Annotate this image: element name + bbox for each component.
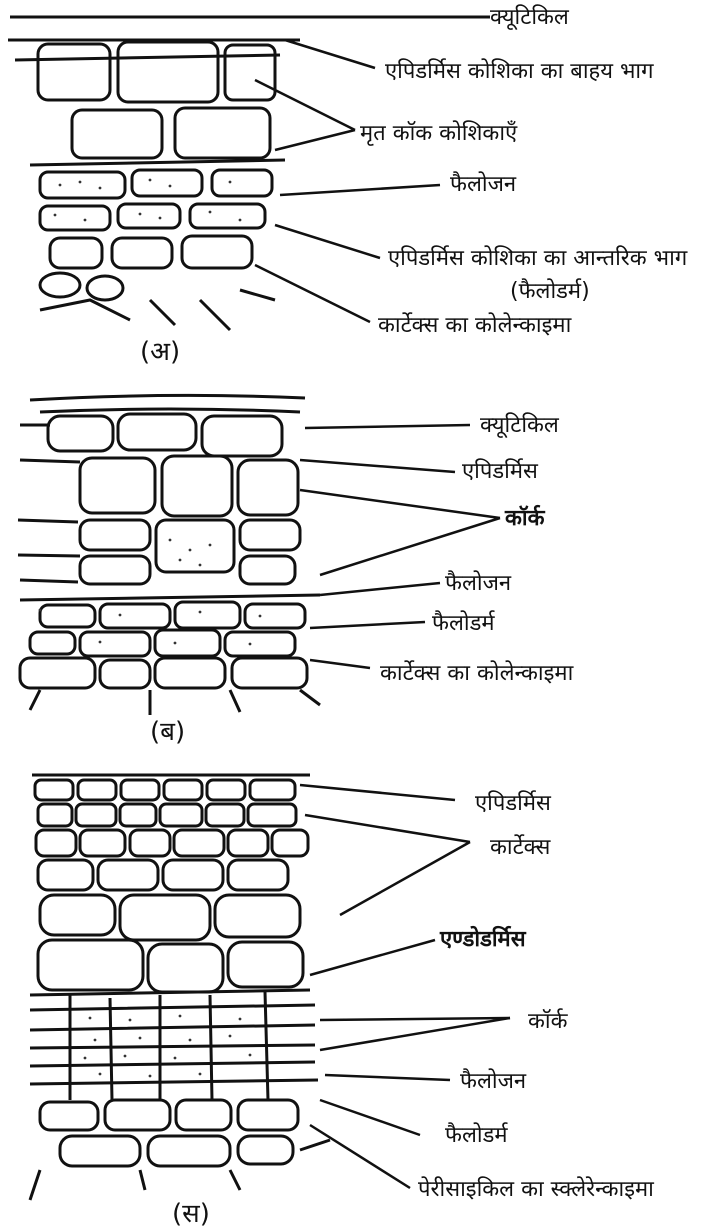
label-phelloderm-paren-a: (फैलोडर्म) xyxy=(510,278,590,304)
label-cuticle-b: क्यूटिकिल xyxy=(480,412,560,439)
label-endodermis-c: एण्डोडर्मिस xyxy=(439,925,527,952)
label-collenchyma-b: कार्टेक्स का कोलेन्काइमा xyxy=(380,660,574,686)
label-cork-b: कॉर्क xyxy=(504,504,546,531)
label-cortex-c: कार्टेक्स xyxy=(490,834,552,860)
label-epidermis-outer-a: एपिडर्मिस कोशिका का बाहय भाग xyxy=(385,58,654,84)
label-epidermis-c: एपिडर्मिस xyxy=(475,790,552,816)
label-dead-cork-a: मृत कॉक कोशिकाएँ xyxy=(360,120,518,146)
label-cuticle-a: क्यूटिकिल xyxy=(490,4,570,31)
caption-b: (ब) xyxy=(150,717,185,747)
caption-a: (अ) xyxy=(140,337,180,367)
label-epidermis-b: एपिडर्मिस xyxy=(462,458,539,484)
label-cork-c: कॉर्क xyxy=(528,1008,569,1034)
label-phellogen-c: फैलोजन xyxy=(460,1068,527,1094)
panel-c-drawing xyxy=(30,775,330,1200)
label-phellogen-b: फैलोजन xyxy=(445,570,512,596)
label-phellogen-a: फैलोजन xyxy=(450,171,517,197)
label-phelloderm-b: फैलोडर्म xyxy=(432,610,496,636)
label-collenchyma-a: कार्टेक्स का कोलेन्काइमा xyxy=(378,312,572,338)
label-epidermis-inner-a: एपिडर्मिस कोशिका का आन्तरिक भाग xyxy=(388,245,688,271)
caption-c: (स) xyxy=(172,1199,210,1228)
panel-b-drawing xyxy=(18,395,320,715)
label-sclerenchyma-c: पेरीसाइकिल का स्क्लेरेन्काइमा xyxy=(418,1176,654,1202)
label-phelloderm-c: फैलोडर्म xyxy=(445,1122,509,1148)
